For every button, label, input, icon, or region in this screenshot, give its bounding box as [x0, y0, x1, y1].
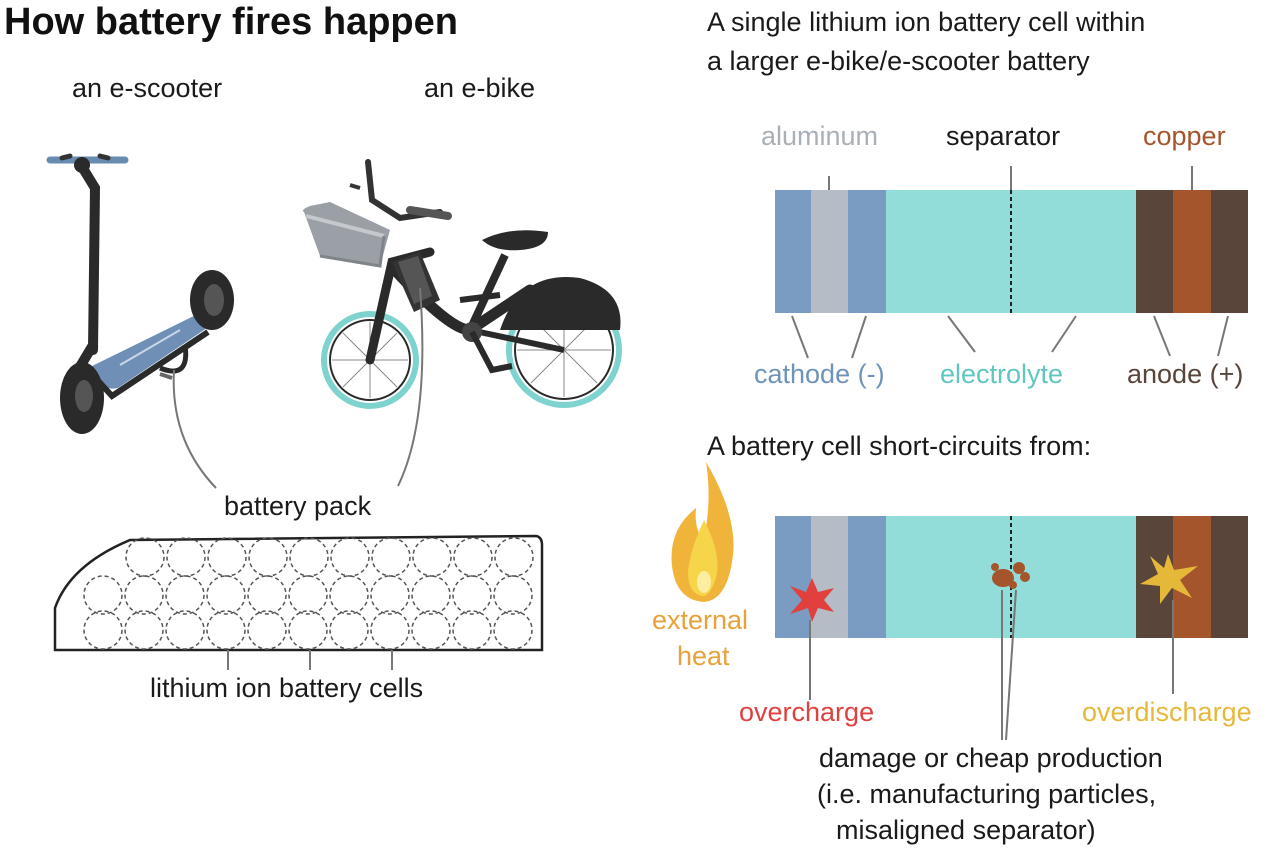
battery-cell-circle	[493, 575, 533, 615]
battery-cell-circle	[452, 610, 492, 650]
battery-cell-circle	[411, 575, 451, 615]
battery-cell-circle	[125, 537, 165, 577]
battery-cell-circle	[124, 610, 164, 650]
cell-leader-lines	[791, 166, 1229, 359]
short-circuit-title: A battery cell short-circuits from:	[707, 431, 1092, 461]
separator-label: separator	[946, 121, 1061, 151]
battery-pack-label: battery pack	[224, 491, 372, 521]
cathode-layer-right	[848, 190, 886, 313]
cell-layer-stack	[775, 190, 1248, 313]
battery-cell-circle	[247, 575, 287, 615]
damage-label-line2: (i.e. manufacturing particles,	[817, 779, 1157, 809]
overdischarge-burst-icon	[1140, 554, 1198, 604]
battery-cell-circle	[329, 575, 369, 615]
e-bike-illustration	[302, 159, 622, 409]
battery-cell-circle	[412, 537, 452, 577]
electrolyte-label: electrolyte	[940, 359, 1064, 389]
battery-cell-circle	[83, 610, 123, 650]
cell-diagram-title-line2: a larger e-bike/e-scooter battery	[707, 46, 1090, 76]
flame-icon	[671, 462, 734, 602]
overcharge-burst-icon	[790, 578, 834, 622]
e-scooter-illustration	[46, 153, 234, 434]
battery-cell-circle	[329, 610, 369, 650]
cells-leader-ticks	[227, 650, 393, 670]
battery-cell-circle	[371, 537, 411, 577]
particles-icon	[991, 562, 1030, 589]
short-circuit-layer-stack	[775, 516, 1248, 638]
page-title: How battery fires happen	[4, 1, 458, 43]
battery-cell-circle	[494, 537, 534, 577]
battery-cell-circle	[411, 610, 451, 650]
battery-cell-circle	[493, 610, 533, 650]
damage-label-line1: damage or cheap production	[819, 743, 1163, 773]
battery-cell-circle	[288, 575, 328, 615]
battery-cell-circle	[247, 610, 287, 650]
cells-label: lithium ion battery cells	[150, 673, 424, 703]
battery-cell-circle	[288, 610, 328, 650]
battery-cell-circle	[166, 537, 206, 577]
copper-layer	[1173, 190, 1211, 313]
battery-cell-circle	[370, 575, 410, 615]
battery-cell-circle	[165, 610, 205, 650]
battery-cell-circle	[289, 537, 329, 577]
short-circuit-leader-lines	[809, 589, 1174, 741]
anode-label: anode (+)	[1127, 359, 1244, 389]
bike-leader-line	[397, 287, 424, 487]
battery-cell-circle	[206, 575, 246, 615]
external-heat-label-line2: heat	[677, 641, 730, 671]
battery-cell-circle	[124, 575, 164, 615]
overdischarge-label: overdischarge	[1082, 697, 1252, 727]
anode-layer-left	[1136, 190, 1173, 313]
battery-cell-circle	[207, 537, 247, 577]
external-heat-label-line1: external	[652, 605, 749, 635]
overcharge-label: overcharge	[739, 697, 875, 727]
battery-cell-circle	[452, 575, 492, 615]
battery-cell-circle	[453, 537, 493, 577]
scooter-leader-line	[172, 369, 217, 489]
anode-layer-right	[1211, 190, 1248, 313]
cathode-layer-left	[775, 190, 811, 313]
scooter-label: an e-scooter	[72, 73, 223, 103]
battery-cells-grid	[83, 537, 534, 650]
battery-cell-circle	[330, 537, 370, 577]
aluminum-layer	[811, 190, 848, 313]
cathode-label: cathode (-)	[754, 359, 885, 389]
battery-cell-circle	[165, 575, 205, 615]
battery-cell-circle	[83, 575, 123, 615]
battery-pack-outline	[53, 534, 544, 652]
aluminum-label: aluminum	[761, 121, 879, 151]
battery-cell-circle	[370, 610, 410, 650]
damage-label-line3: misaligned separator)	[836, 815, 1096, 845]
cell-diagram-title-line1: A single lithium ion battery cell within	[707, 7, 1146, 37]
copper-label: copper	[1143, 121, 1226, 151]
battery-cell-circle	[206, 610, 246, 650]
bike-label: an e-bike	[424, 73, 536, 103]
battery-cell-circle	[248, 537, 288, 577]
electrolyte-layer	[886, 190, 1136, 313]
